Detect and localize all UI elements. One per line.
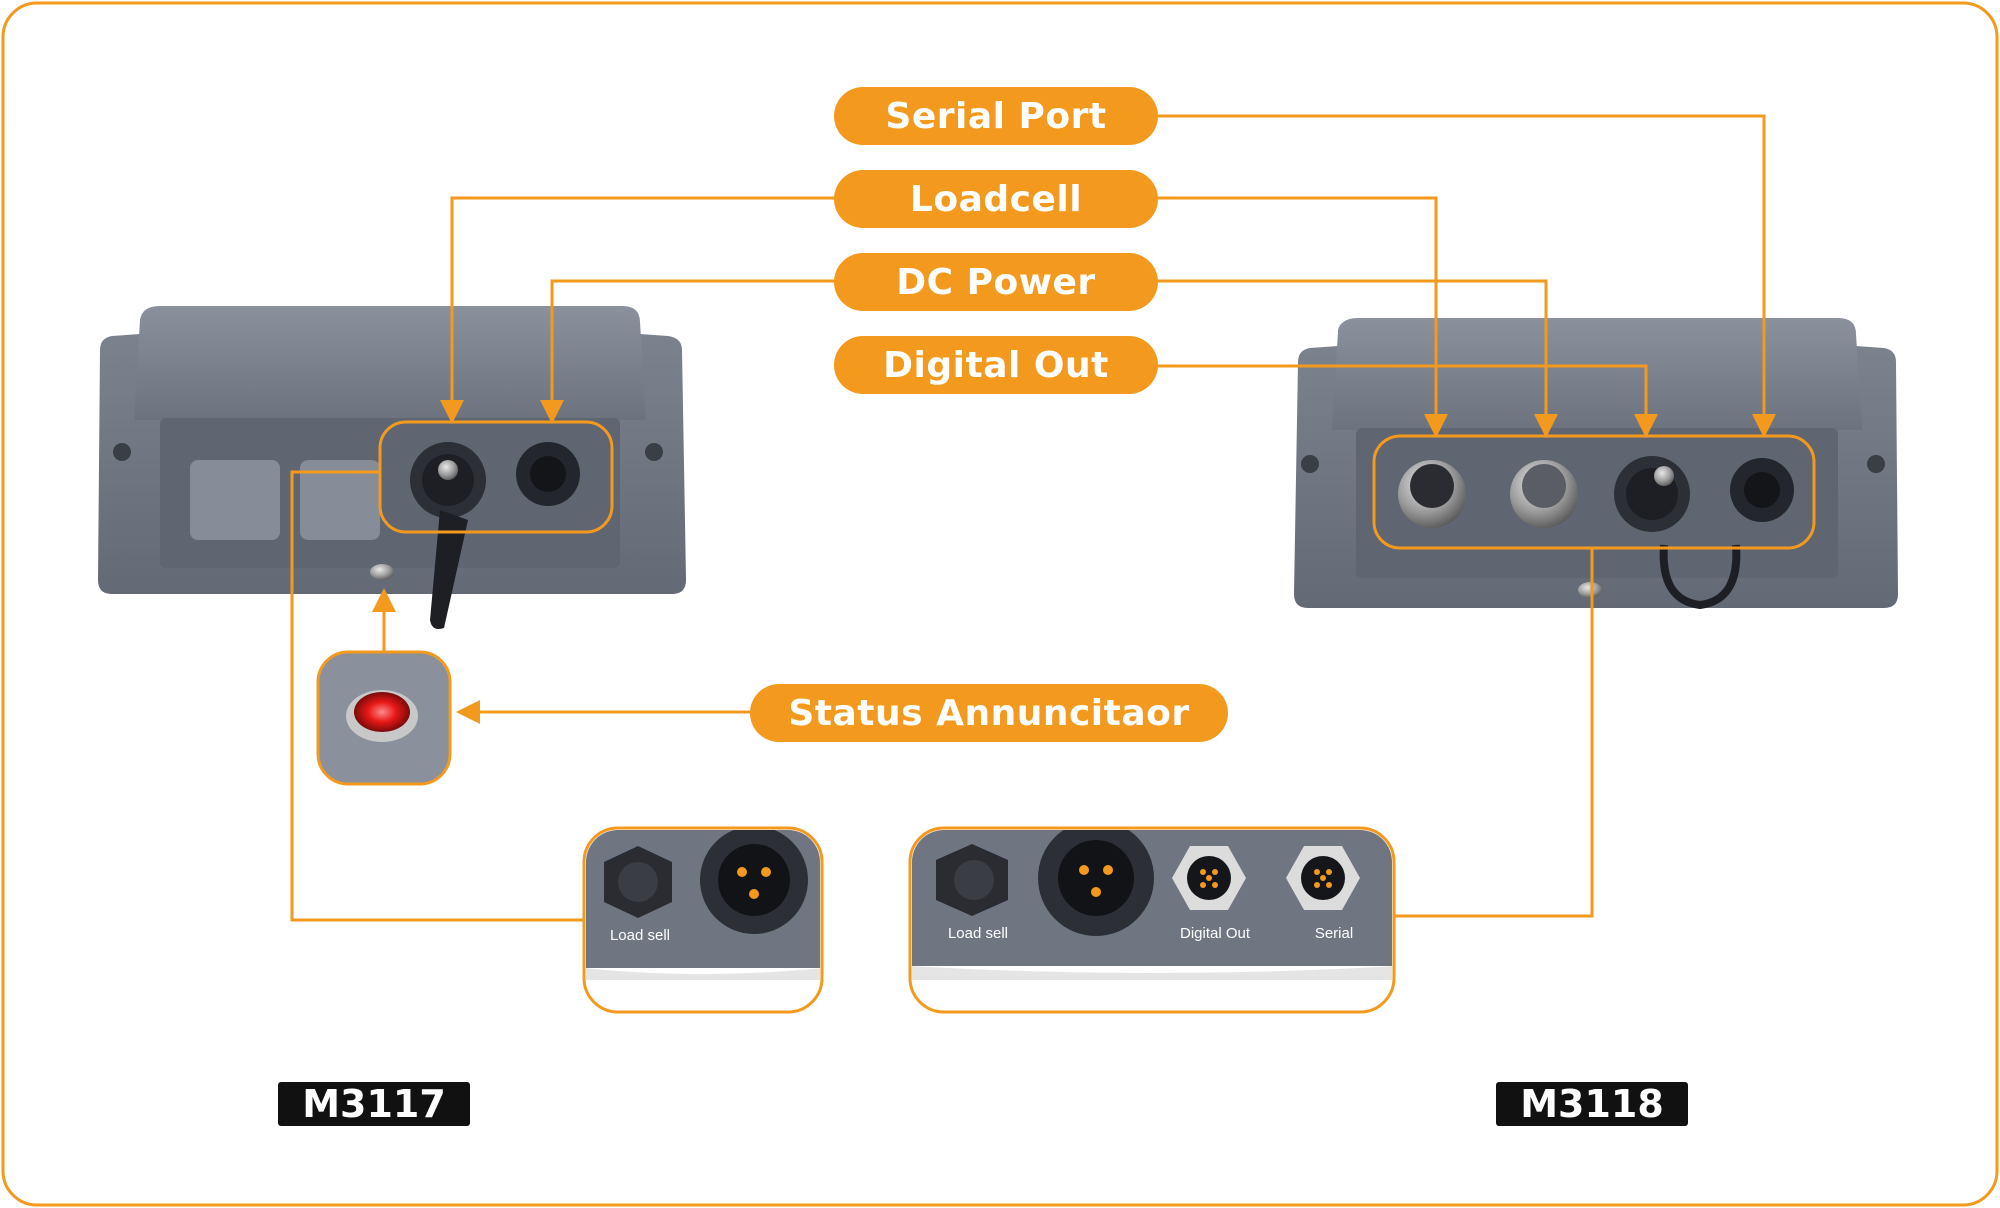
line-m3117-inset: [290, 470, 584, 922]
status-led-inset: [316, 650, 452, 786]
m3117-connector-highlight: [378, 420, 614, 534]
line-serial-port: [1158, 114, 1776, 438]
m3117-load-label: Load sell: [610, 927, 670, 944]
line-dc-power-right: [1158, 279, 1558, 438]
label-dc-power: DC Power: [834, 253, 1158, 311]
model-badge-m3118: M3118: [1496, 1082, 1688, 1126]
m3117-connector-inset: [582, 826, 824, 1014]
m3118-digital-label: Digital Out: [1180, 925, 1251, 942]
model-badge-m3117: M3117: [278, 1082, 470, 1126]
m3118-connector-highlight: [1372, 434, 1816, 550]
label-loadcell: Loadcell: [834, 170, 1158, 228]
label-digital-out: Digital Out: [834, 336, 1158, 394]
m3118-load-label: Load sell: [948, 925, 1008, 942]
line-loadcell-left: [440, 196, 836, 424]
line-loadcell-right: [1158, 196, 1448, 438]
label-serial-port: Serial Port: [834, 87, 1158, 145]
line-digital-out: [1158, 364, 1658, 438]
line-m3118-inset: [1394, 548, 1594, 918]
device-m3117: [98, 306, 686, 629]
callout-lines: [290, 114, 1776, 922]
label-status: Status Annuncitaor: [750, 684, 1228, 742]
m3118-serial-label: Serial: [1315, 925, 1353, 942]
line-dc-power-left: [540, 279, 836, 424]
m3118-connector-inset: [908, 826, 1396, 1014]
device-m3118: [1294, 318, 1898, 610]
